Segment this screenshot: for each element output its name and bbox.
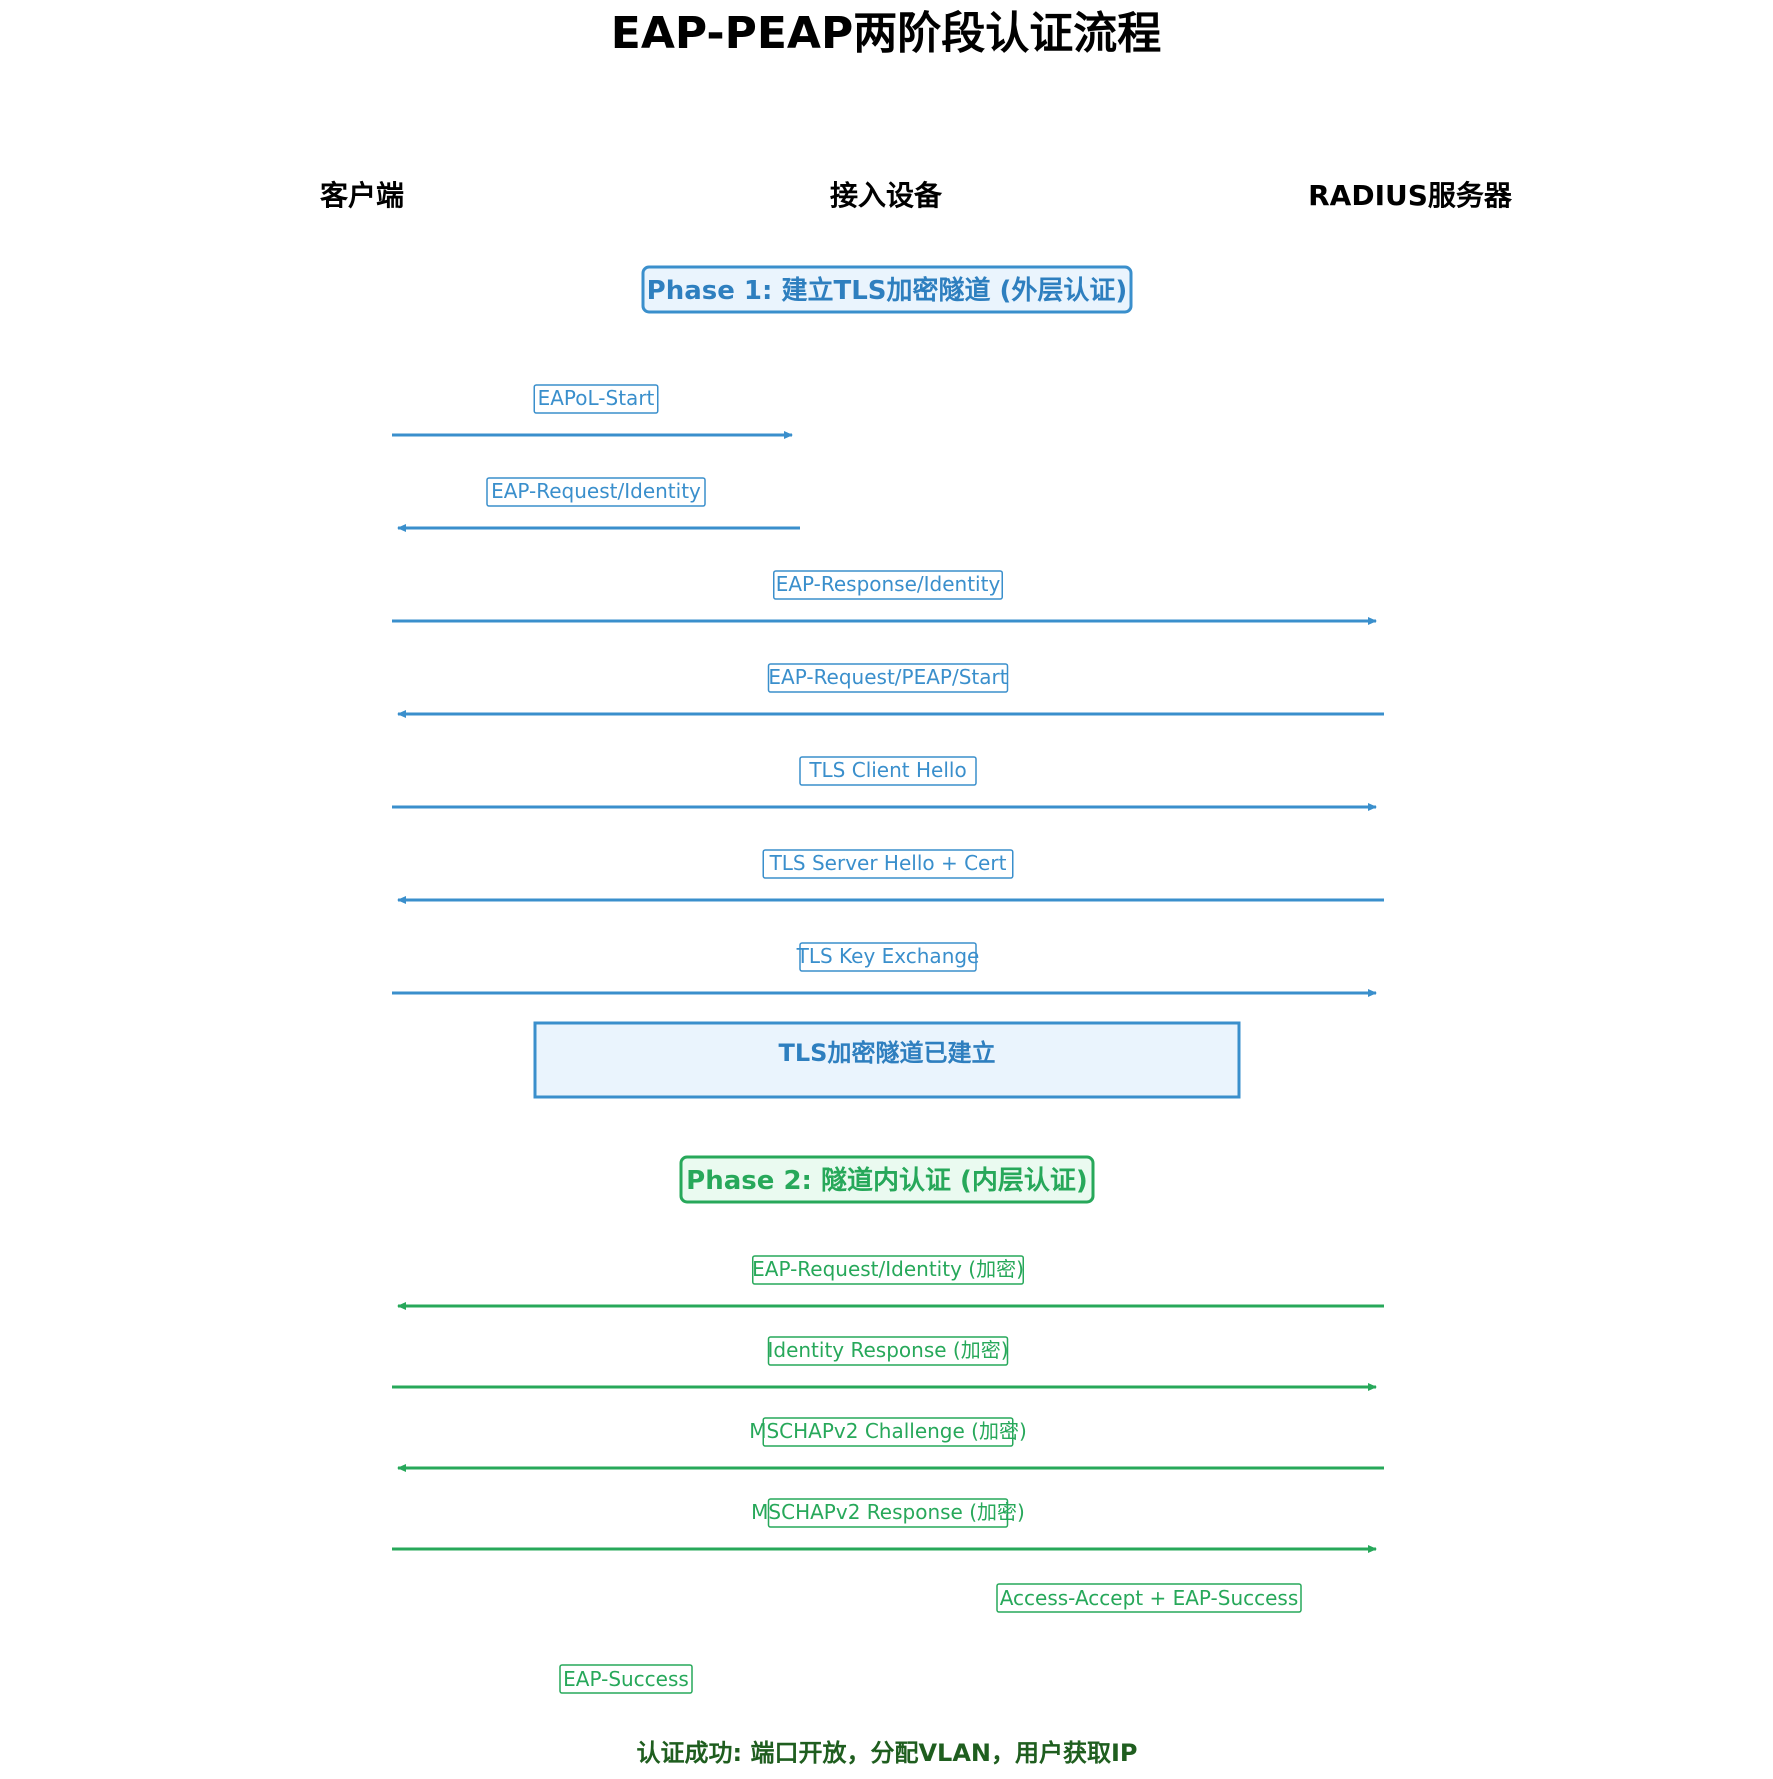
phase2-label-box-1 [752,1255,1024,1285]
phase1-message-2: EAP-Request/Identity [491,479,701,503]
tunnel-box [533,1021,1241,1099]
phase2-label: Phase 2: 隧道内认证 (内层认证) [686,1165,1088,1196]
phase1-message-4: EAP-Request/PEAP/Start [768,665,1007,689]
phase1-label-box-6 [762,849,1014,879]
note-access-accept: Access-Accept + EAP-Success [1000,1586,1299,1610]
phase2-label-box-3 [762,1417,1014,1447]
actor-radius: RADIUS服务器 [1308,179,1513,212]
phase2-message-1: EAP-Request/Identity (加密) [752,1257,1024,1281]
phase1-message-5: TLS Client Hello [808,758,966,782]
note-eap-success: EAP-Success [563,1667,689,1691]
phase1-message-7: TLS Key Exchange [796,944,980,968]
phase1-label-box-4 [767,663,1009,693]
phase1-label-box-1 [533,384,659,414]
note-box-eap-success [559,1664,693,1694]
phase1-message-3: EAP-Response/Identity [776,572,1001,596]
tunnel-label: TLS加密隧道已建立 [779,1039,996,1067]
phase2-message-3: MSCHAPv2 Challenge (加密) [749,1419,1027,1443]
phase2-message-2: Identity Response (加密) [767,1338,1008,1362]
phase1-messages: EAPoL-StartEAP-Request/IdentityEAP-Respo… [392,384,1384,997]
phase1-box [641,265,1133,314]
actor-nas: 接入设备 [830,179,943,212]
phase2-message-4: MSCHAPv2 Response (加密) [751,1500,1025,1524]
phase1-label-box-3 [773,570,1003,600]
phase2-label-box-4 [767,1498,1009,1528]
phase1-message-1: EAPoL-Start [538,386,655,410]
phase2-box [679,1155,1095,1204]
phase1-label: Phase 1: 建立TLS加密隧道 (外层认证) [647,275,1128,306]
actor-client: 客户端 [320,179,404,212]
result-text: 认证成功: 端口开放，分配VLAN，用户获取IP [637,1739,1138,1767]
phase1-label-box-5 [799,756,977,786]
phase1-label-box-7 [799,942,977,972]
note-box-access-accept [996,1583,1302,1613]
phase1-label-box-2 [486,477,706,507]
diagram-title: EAP-PEAP两阶段认证流程 [611,8,1161,59]
phase2-messages: EAP-Request/Identity (加密) Identity Respon… [392,1255,1384,1553]
phase1-message-6: TLS Server Hello + Cert [769,851,1007,875]
phase2-label-box-2 [767,1336,1009,1366]
